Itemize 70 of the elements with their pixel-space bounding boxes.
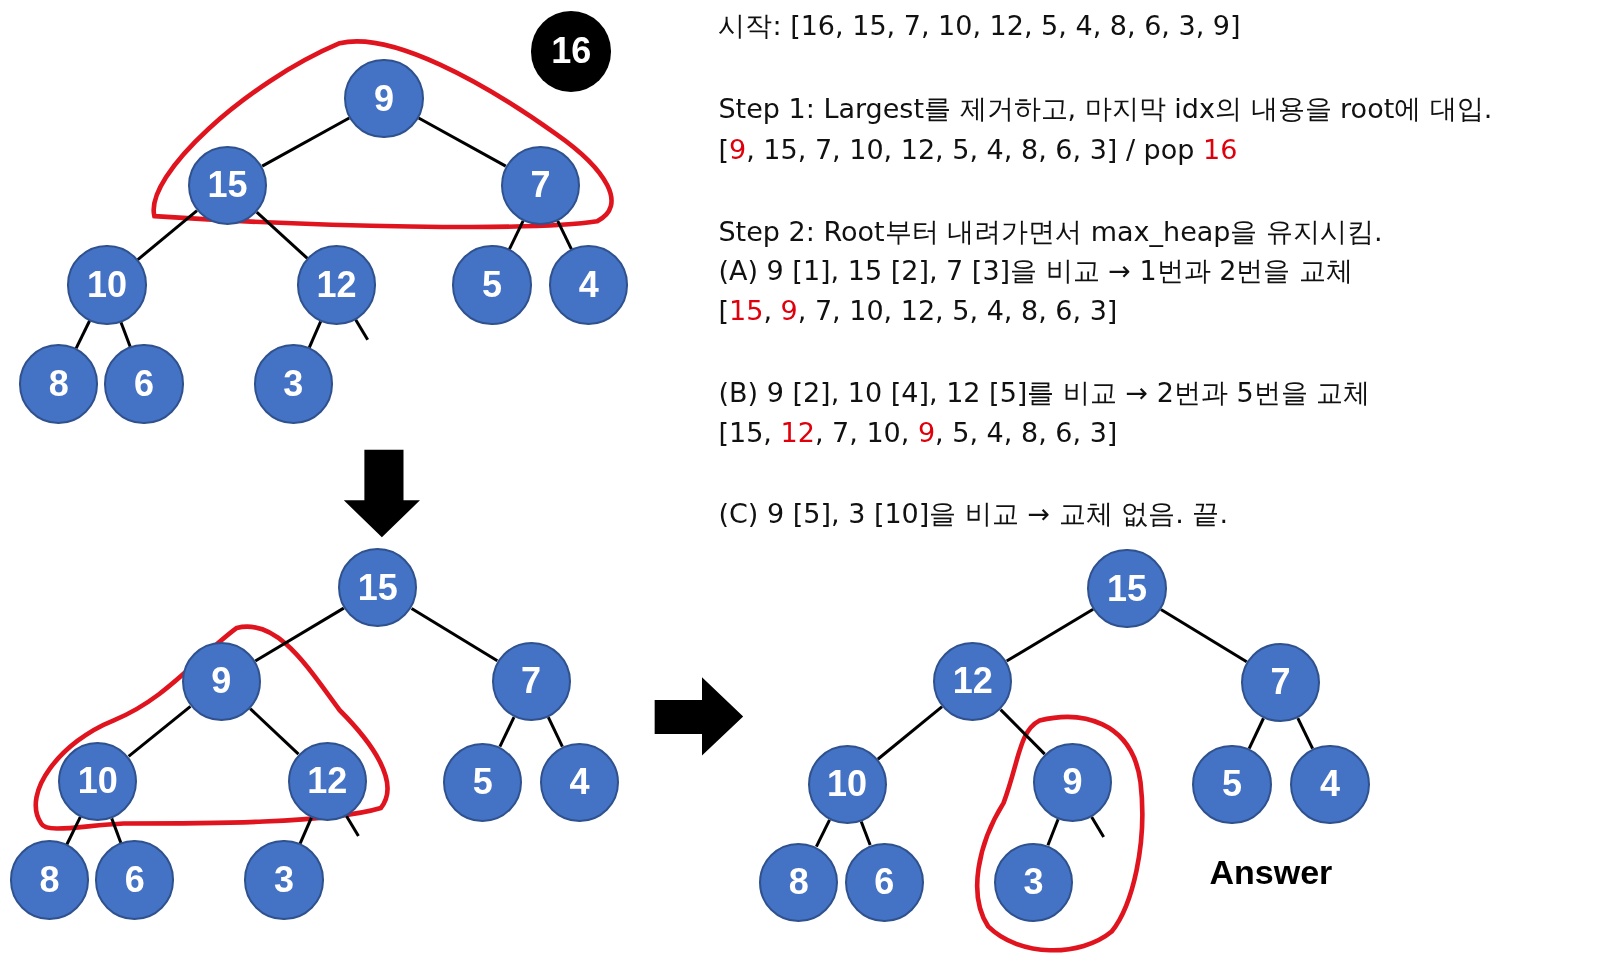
step-text: Step 1: Largest를 제거하고, 마지막 idx의 내용을 root에 대입. [718, 92, 1493, 125]
heap-node-circle: 10 [67, 245, 147, 325]
tree-edge [556, 220, 573, 251]
heap-node-circle: 8 [19, 344, 99, 424]
step-text: 시작: [16, 15, 7, 10, 12, 5, 4, 8, 6, 3, 9] [718, 10, 1241, 43]
heap-node-circle: 12 [296, 245, 377, 325]
tree-edge [119, 321, 132, 348]
tree-edge [255, 210, 309, 260]
step-text: Step 2: Root부터 내려가면서 max_heap을 유지시킴. [718, 216, 1383, 249]
heap-node-circle: 15 [338, 548, 418, 628]
tree-edge [261, 116, 350, 168]
branch-stub [345, 815, 360, 837]
tree-edge [1296, 717, 1314, 750]
tree-edge [507, 220, 525, 251]
heap-node-circle: 5 [1192, 744, 1272, 824]
heap-node-circle: 9 [1032, 742, 1113, 822]
heap-node-circle: 7 [1240, 642, 1321, 723]
heap-node-circle: 10 [807, 744, 887, 824]
heap-node-circle: 5 [452, 245, 532, 325]
tree-edge [127, 705, 192, 758]
heap-node-circle: 8 [9, 840, 89, 920]
tree-edge [307, 320, 323, 349]
tree-edge [498, 716, 516, 748]
heap-node-circle: 8 [759, 842, 839, 922]
heap-node-circle: 12 [933, 641, 1013, 722]
heap-node-circle: 12 [287, 741, 367, 821]
tree-edge [1005, 607, 1094, 663]
heap-node-circle: 6 [104, 344, 184, 424]
tree-edge [110, 817, 123, 844]
heap-node-circle: 4 [549, 245, 629, 325]
tree-edge [298, 816, 313, 845]
tree-edge [1247, 717, 1265, 750]
heap-node-circle: 5 [443, 742, 523, 822]
answer-caption: Answer [1209, 852, 1333, 894]
heap-node-circle: 6 [95, 840, 175, 920]
heap-node-circle: 7 [491, 641, 571, 722]
tree-edge [417, 116, 507, 168]
branch-stub [354, 319, 369, 341]
tree-edge [1046, 818, 1060, 846]
tree-edge [859, 820, 872, 846]
tree-edge [254, 606, 345, 663]
tree-edge [815, 819, 831, 848]
heap-node-circle: 10 [58, 741, 138, 821]
step-text: (A) 9 [1], 15 [2], 7 [3]을 비교 → 1번과 2번을 교체 [718, 255, 1353, 288]
tree-edge [74, 320, 91, 349]
step-text: (C) 9 [5], 3 [10]을 비교 → 교체 없음. 끝. [718, 498, 1229, 531]
tree-edge [249, 707, 300, 756]
heap-node-circle: 3 [993, 842, 1074, 922]
tree-edge [1160, 608, 1248, 664]
heap-node-circle: 3 [244, 840, 324, 920]
heap-node-circle: 15 [1087, 549, 1167, 629]
heap-node-circle: 9 [344, 59, 424, 139]
tree-edge [546, 716, 564, 748]
tree-edge [65, 816, 82, 846]
tree-edge [410, 607, 499, 663]
heap-node-circle: 7 [500, 145, 580, 225]
branch-stub [1090, 816, 1105, 838]
step-text: (B) 9 [2], 10 [4], 12 [5]를 비교 → 2번과 5번을 교체 [718, 376, 1371, 410]
heap-node-circle: 9 [181, 641, 261, 722]
heap-node-circle: 3 [253, 344, 333, 424]
step-number-badge: 16 [531, 11, 612, 92]
heap-node-circle: 4 [1290, 744, 1370, 824]
heap-node-circle: 6 [844, 842, 924, 922]
step-text: [15, 12, 7, 10, 9, 5, 4, 8, 6, 3] [718, 416, 1118, 450]
step-text: [15, 9, 7, 10, 12, 5, 4, 8, 6, 3] [718, 295, 1118, 328]
tree-edge [876, 705, 944, 761]
heap-node-circle: 15 [187, 145, 268, 225]
heap-node-circle: 4 [539, 742, 620, 822]
step-text: [9, 15, 7, 10, 12, 5, 4, 8, 6, 3] / pop 16 [718, 133, 1238, 167]
tree-edge [136, 209, 198, 261]
